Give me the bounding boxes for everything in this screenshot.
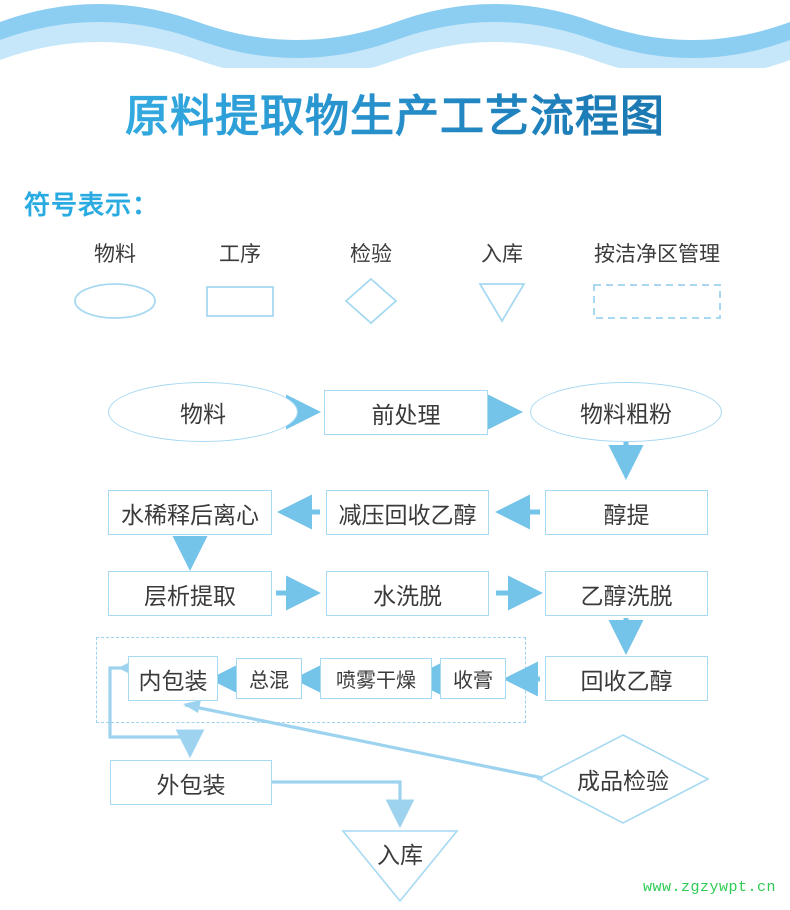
node-neibaozhuang[interactable]: 内包装 [128,656,218,701]
legend-heading: 符号表示： [24,190,160,220]
node-label: 层析提取 [144,582,236,609]
node-shougao[interactable]: 收膏 [440,658,506,699]
legend-shape-process [185,279,295,323]
node-label: 物料粗粉 [580,401,672,427]
watermark-url: www.zgzywpt.cn [642,879,776,896]
triangle-down-icon [478,283,526,323]
node-label: 收膏 [453,670,493,692]
node-label: 成品检验 [577,768,669,794]
node-penwuganzao[interactable]: 喷雾干燥 [320,658,432,699]
wave-light-band [0,12,790,68]
wave-dark-band [0,4,790,58]
node-label: 水稀释后离心 [121,501,259,528]
arrow-waibaozhuang-to-ruku [272,780,415,829]
rectangle-icon [206,286,274,317]
legend-label-cleanzone: 按洁净区管理 [594,243,720,266]
legend-shape-inspection [316,277,426,325]
node-zonghun[interactable]: 总混 [236,658,302,699]
node-shuixituo[interactable]: 水洗脱 [326,571,489,616]
node-qianchuli[interactable]: 前处理 [324,390,488,435]
node-yichunxituo[interactable]: 乙醇洗脱 [545,571,708,616]
node-cengxi[interactable]: 层析提取 [108,571,272,616]
node-label: 内包装 [138,667,208,694]
node-chunti[interactable]: 醇提 [545,490,708,535]
node-ruku[interactable]: 入库 [340,828,460,904]
legend-label-process: 工序 [219,243,261,266]
legend-item-cleanzone: 按洁净区管理 [562,244,752,323]
diamond-shape [536,734,710,824]
node-label: 喷雾干燥 [336,670,416,692]
dashed-rectangle-icon [593,284,721,319]
legend-label-warehouse: 入库 [481,243,523,266]
legend-item-material: 物料 [60,244,170,323]
node-label: 物料 [180,401,226,427]
diamond-icon [344,277,398,325]
header-wave-decoration [0,4,790,68]
node-label: 外包装 [156,771,226,798]
legend-label-material: 物料 [94,243,136,266]
node-label: 醇提 [603,501,650,528]
page-title: 原料提取物生产工艺流程图 [0,92,790,143]
node-label: 回收乙醇 [580,667,673,694]
node-label: 水洗脱 [373,582,442,609]
node-chengpinjy[interactable]: 成品检验 [536,733,710,825]
legend-shape-cleanzone [562,279,752,323]
legend-shape-warehouse [447,279,557,323]
node-label: 前处理 [371,401,441,428]
legend-item-inspection: 检验 [316,243,426,325]
node-wuliaocufen[interactable]: 物料粗粉 [530,382,722,442]
node-wuliao[interactable]: 物料 [108,382,298,442]
legend-item-warehouse: 入库 [447,244,557,323]
node-label: 入库 [377,842,423,868]
legend-label-inspection: 检验 [350,243,392,266]
ellipse-icon [74,283,156,319]
node-label: 乙醇洗脱 [580,582,673,609]
node-label: 总混 [249,670,289,692]
node-jianyahuishou[interactable]: 减压回收乙醇 [326,490,489,535]
legend-shape-material [60,279,170,323]
node-waibaozhuang[interactable]: 外包装 [110,760,272,805]
legend-item-process: 工序 [185,244,295,323]
node-shuixishi[interactable]: 水稀释后离心 [108,490,272,535]
node-label: 减压回收乙醇 [338,501,477,528]
triangle-down-shape [341,830,459,903]
node-huishouyichun[interactable]: 回收乙醇 [545,656,708,701]
